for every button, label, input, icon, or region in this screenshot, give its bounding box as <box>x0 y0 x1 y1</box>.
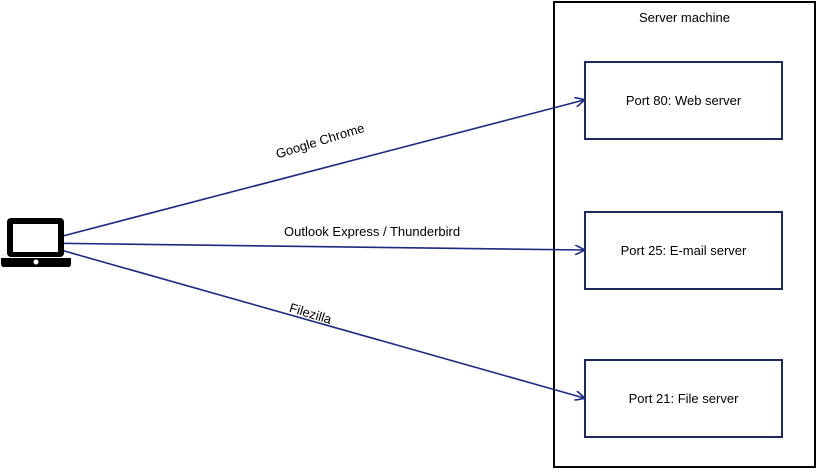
edge-google-chrome <box>35 100 584 244</box>
edge-label-filezilla: Filezilla <box>287 300 334 328</box>
port-21-label: Port 21: File server <box>628 391 739 406</box>
edge-label-google-chrome: Google Chrome <box>274 120 367 162</box>
edge-outlook-thunderbird <box>35 242 584 250</box>
edge-label-outlook-thunderbird: Outlook Express / Thunderbird <box>284 224 461 239</box>
port-25-box: Port 25: E-mail server <box>584 211 783 290</box>
port-80-label: Port 80: Web server <box>625 93 742 108</box>
server-machine-title: Server machine <box>638 10 731 25</box>
port-21-box: Port 21: File server <box>584 359 783 438</box>
port-25-label: Port 25: E-mail server <box>620 243 747 258</box>
port-80-box: Port 80: Web server <box>584 61 783 140</box>
laptop-icon <box>1 218 71 267</box>
